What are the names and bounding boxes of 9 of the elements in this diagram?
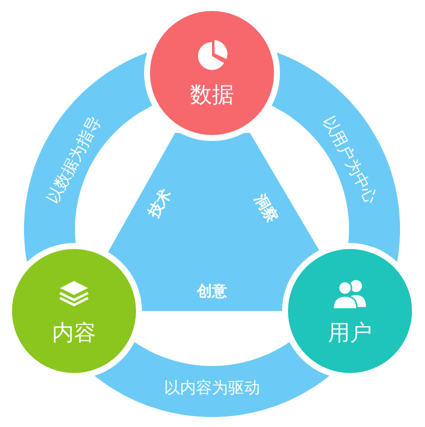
label-text: 创意	[197, 284, 227, 298]
circle-label: 用户	[328, 323, 372, 345]
circle-label: 数据	[190, 85, 234, 107]
circle-label: 内容	[52, 323, 96, 345]
label-text: 以数据为指导	[44, 114, 104, 206]
label-text: 技术	[146, 186, 174, 220]
label-text: 洞察	[252, 191, 280, 225]
label-text: 以内容为驱动	[164, 380, 260, 396]
label-text: 以用户为中心	[320, 114, 380, 206]
